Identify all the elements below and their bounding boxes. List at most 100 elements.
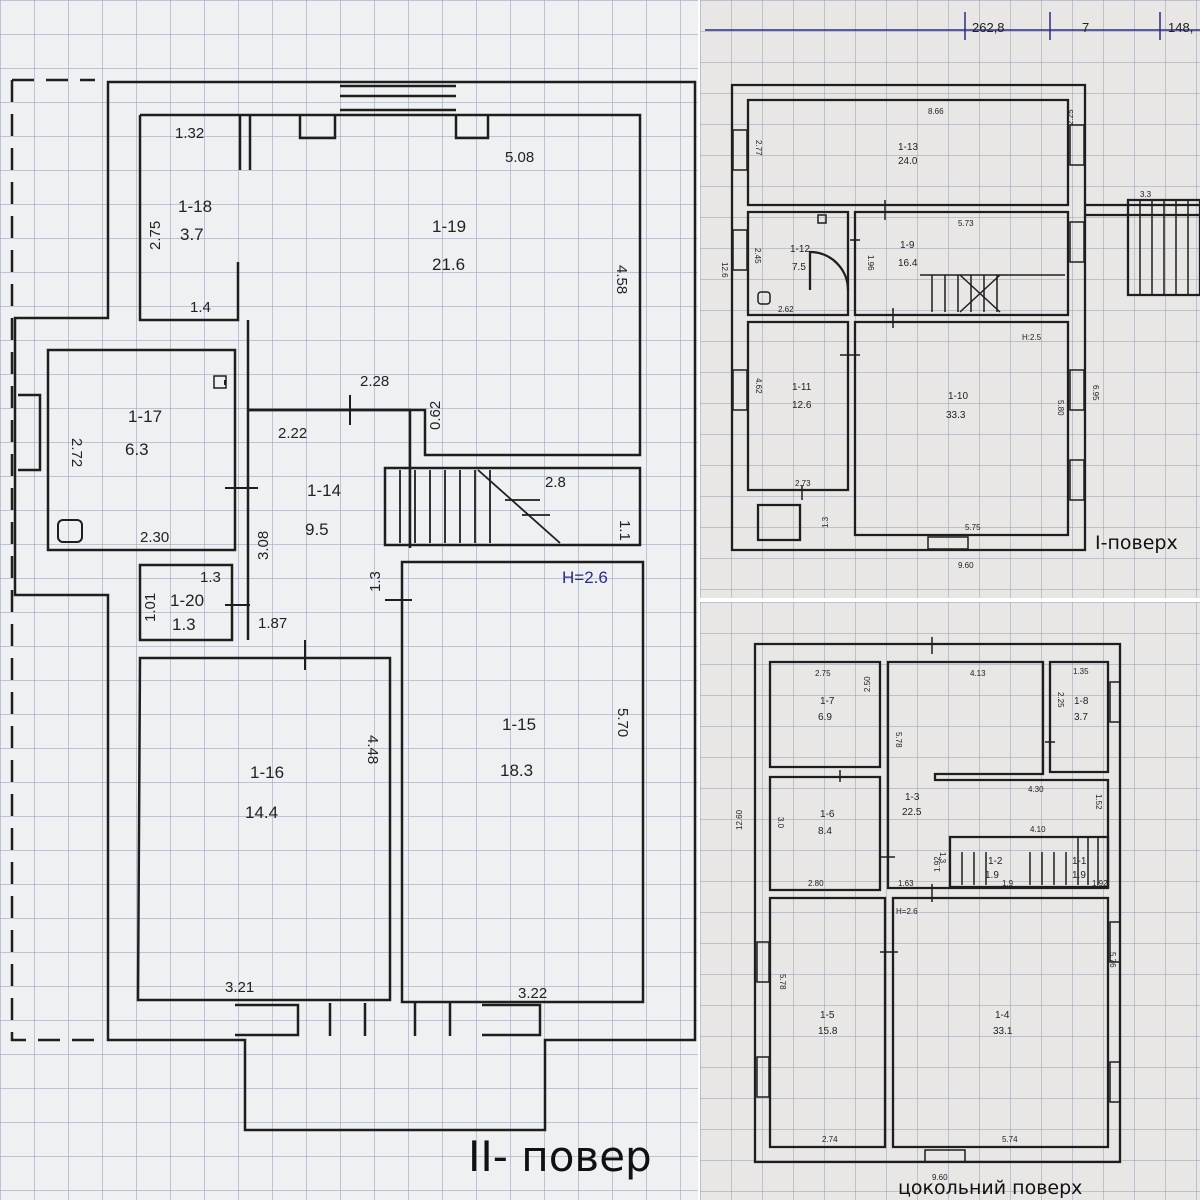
ceiling-height-label: H=2.6 [562, 568, 608, 587]
inner-wall-top [140, 113, 642, 457]
dimension-label: 1.3 [821, 516, 830, 528]
room-1-12-wall [746, 210, 850, 317]
plan-line [732, 129, 748, 171]
dimension-label: 2.25 [1056, 692, 1065, 708]
plan-line [753, 642, 1122, 1164]
dimension-label: 3.0 [776, 817, 785, 829]
sink-icon [213, 375, 227, 389]
plan-line [10, 78, 697, 1132]
plan-line [756, 941, 770, 983]
dimension-label: 2.25 [1066, 109, 1075, 125]
first-floor-drawing: 262,8 7 148, [705, 12, 1200, 570]
dimension-label: 3.21 [225, 979, 254, 996]
room-area: 15.8 [818, 1026, 838, 1037]
room-1-6-wall [768, 775, 882, 892]
basement-drawing: 1-7 6.9 1-8 3.7 1-6 8.4 1-3 22.5 1-2 1.9… [735, 637, 1122, 1182]
basement-caption: цокольний поверх [898, 1177, 1083, 1199]
dimension-label: 3.3 [1140, 190, 1152, 199]
dimension-label: 1.9 [1002, 879, 1014, 888]
room-id: 1-10 [948, 391, 968, 402]
room-id: 1-5 [820, 1010, 835, 1021]
second-floor-caption: II- повер [468, 1132, 652, 1181]
plan-line: 1-13 24.0 1-12 7.5 1-9 16.4 1-11 12.6 1-… [790, 142, 968, 421]
room-area: 14.4 [245, 803, 278, 822]
plan-line [1109, 1061, 1121, 1103]
dimension-label: 5.73 [958, 219, 974, 228]
room-id: 1-13 [898, 142, 918, 153]
plan-line [1069, 221, 1085, 263]
room-1-20-wall [138, 563, 234, 642]
room-1-11-wall [746, 320, 850, 492]
plan-line [705, 12, 1200, 40]
header-value: 262,8 [972, 20, 1005, 35]
room-area: 22.5 [902, 807, 922, 818]
room-area: 1.9 [985, 870, 999, 881]
toilet-icon [57, 519, 83, 543]
second-floor-plan: 1-18 3.7 1-19 21.6 1-17 6.3 1-14 9.5 1-2… [0, 0, 698, 1200]
dashed-boundary [10, 78, 100, 1042]
dimension-label: 8.66 [928, 107, 944, 116]
panel-divider [698, 0, 700, 1200]
dimension-label: 1.01 [142, 593, 159, 622]
room-area: 24.0 [898, 156, 918, 167]
plan-line [756, 681, 1121, 1163]
dimension-label: 1.3 [367, 571, 384, 592]
dimension-label: 1.1 [616, 520, 633, 541]
room-id: 1-17 [128, 407, 162, 426]
room-area: 1.3 [172, 615, 196, 634]
plan-line [732, 124, 1085, 550]
plan-line [839, 637, 1099, 953]
stair-box [383, 466, 642, 547]
room-id: 1-1 [1072, 856, 1087, 867]
dimension-label: 1.96 [866, 255, 875, 271]
room-area: 12.6 [792, 400, 812, 411]
dimension-label: 9.60 [958, 561, 974, 570]
dimension-label: 2.50 [863, 676, 872, 692]
dimension-label: 2.28 [360, 373, 389, 390]
dimension-label: 1.92 [933, 856, 942, 872]
outer-wall [753, 642, 1122, 1164]
room-1-5-wall [768, 896, 887, 1149]
dimension-label: 1.3 [200, 569, 221, 586]
plan-line [1069, 369, 1085, 411]
dimension-label: 2.73 [795, 479, 811, 488]
dimension-label: 3.08 [255, 531, 272, 560]
dimension-label: 4.10 [1030, 825, 1046, 834]
room-area: 6.3 [125, 440, 149, 459]
header-value: 7 [1082, 20, 1089, 35]
room-area: 33.3 [946, 410, 966, 421]
room-area: 9.5 [305, 520, 329, 539]
room-id: 1-11 [792, 382, 812, 393]
plan-line: 1-7 6.9 1-8 3.7 1-6 8.4 1-3 22.5 1-2 1.9… [818, 696, 1089, 1037]
dimension-label: 1.3 [938, 852, 947, 864]
plan-line [18, 393, 42, 472]
plan-line [801, 200, 1189, 500]
room-1-9-wall [853, 210, 1070, 317]
dimension-label: 2.77 [754, 140, 763, 156]
dimension-label: 5.08 [505, 149, 534, 166]
dimension-label: 2.72 [68, 438, 85, 467]
room-id: 1-6 [820, 809, 835, 820]
room-area: 16.4 [898, 258, 918, 269]
dimension-label: 2.8 [545, 474, 566, 491]
plan-line [756, 1056, 770, 1098]
dimension-label: 6.95 [1091, 385, 1100, 401]
plan-line [705, 12, 1200, 40]
room-id: 1-16 [250, 763, 284, 782]
room-1-8-wall [1048, 660, 1110, 774]
door-swing [808, 250, 850, 291]
room-area: 7.5 [792, 262, 806, 273]
ceiling-height-label: H:2.5 [1022, 333, 1042, 342]
plan-line [732, 369, 748, 411]
ceiling-height-label: H=2.6 [896, 907, 918, 916]
plan-line [817, 214, 827, 224]
dimension-label: 5.74 [1002, 1135, 1018, 1144]
plan-line [235, 1003, 542, 1037]
stair-box [948, 835, 1110, 889]
dimension-label: 2.74 [822, 1135, 838, 1144]
room-id: 1-8 [1074, 696, 1089, 707]
stairs-2f [399, 469, 561, 544]
dimension-label: 5.78 [894, 732, 903, 748]
plan-line [1069, 124, 1085, 166]
